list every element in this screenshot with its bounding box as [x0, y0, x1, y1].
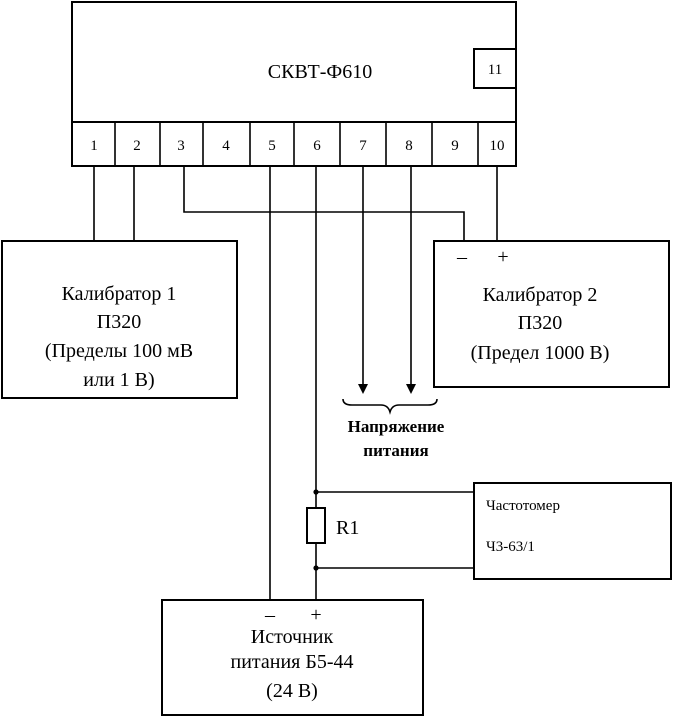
power-source-voltage: (24 В) [266, 680, 318, 702]
power-source-block: – + Источник питания Б5-44 (24 В) [161, 599, 424, 716]
frequency-meter-model: Ч3-63/1 [486, 539, 535, 555]
calibrator-2-plus: + [497, 246, 508, 268]
supply-label-line1: Напряжение [348, 417, 445, 436]
calibrator-2-model: П320 [518, 312, 562, 334]
frequency-meter-body [473, 482, 672, 580]
terminal-strip: 1 2 3 4 5 6 7 8 9 10 [71, 121, 517, 167]
wire-t3-calibrator2-minus [183, 166, 465, 241]
supply-label-line2: питания [363, 441, 428, 460]
power-source-minus: – [264, 604, 276, 626]
junction-dot [313, 565, 319, 571]
power-source-model: питания Б5-44 [230, 651, 353, 673]
junction-dot [313, 489, 319, 495]
calibrator-1-range-line1: (Пределы 100 мВ [45, 340, 193, 362]
curly-brace-icon [342, 398, 438, 415]
terminal-label-10: 10 [490, 138, 505, 154]
calibrator-2-minus: – [456, 246, 468, 268]
calibrator-1-name: Калибратор 1 [62, 283, 177, 305]
frequency-meter-block: Частотомер Ч3-63/1 [473, 482, 672, 580]
terminal-label-6: 6 [313, 138, 321, 154]
terminal-label-7: 7 [359, 138, 367, 154]
power-source-body [161, 599, 424, 716]
calibrator-1-range-line2: или 1 В) [83, 369, 154, 391]
calibrator-1-body [1, 240, 238, 399]
wires [93, 166, 498, 600]
calibrator-2-block: – + Калибратор 2 П320 (Предел 1000 В) [433, 240, 670, 388]
terminal-11-box [473, 48, 517, 89]
resistor-r1: R1 [306, 507, 359, 544]
terminal-label-1: 1 [90, 138, 98, 154]
terminal-label-2: 2 [133, 138, 141, 154]
supply-voltage-terminals: Напряжение питания [342, 166, 445, 460]
frequency-meter-name: Частотомер [486, 498, 560, 514]
terminal-label-3: 3 [177, 138, 185, 154]
terminal-label-8: 8 [405, 138, 413, 154]
device-body [71, 1, 517, 123]
terminal-label-5: 5 [268, 138, 276, 154]
terminal-label-9: 9 [451, 138, 459, 154]
arrow-down-icon [406, 384, 416, 394]
resistor-label: R1 [336, 517, 359, 539]
power-source-plus: + [310, 604, 321, 626]
device-block: 11 СКВТ-Ф610 1 2 3 4 5 6 7 8 9 10 [71, 1, 517, 167]
terminal-11-label: 11 [488, 62, 502, 78]
arrow-down-icon [358, 384, 368, 394]
power-source-name: Источник [251, 626, 334, 648]
resistor-icon [306, 507, 326, 544]
terminal-label-4: 4 [222, 138, 230, 154]
calibrator-2-body [433, 240, 670, 388]
calibrator-1-model: П320 [97, 311, 141, 333]
device-title: СКВТ-Ф610 [268, 61, 372, 83]
calibrator-2-name: Калибратор 2 [483, 284, 598, 306]
calibrator-1-block: Калибратор 1 П320 (Пределы 100 мВ или 1 … [1, 240, 238, 399]
calibrator-2-range: (Предел 1000 В) [471, 342, 610, 364]
